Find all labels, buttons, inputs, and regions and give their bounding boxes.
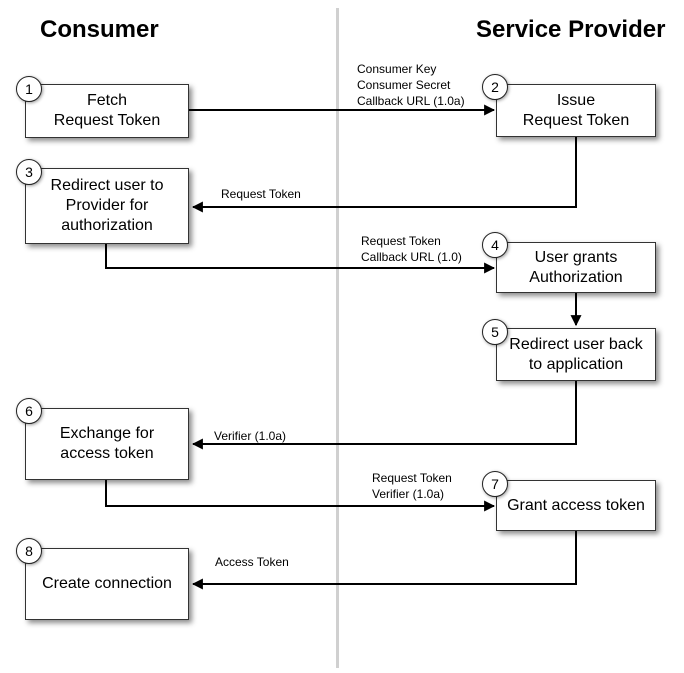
message-4-label: Verifier (1.0a) [214, 429, 287, 443]
message-2-label: Request Token [221, 187, 301, 201]
step-4-box: User grants Authorization [496, 242, 656, 293]
step-4-number: 4 [482, 232, 508, 258]
step-3-box: Redirect user to Provider for authorizat… [25, 168, 189, 244]
step-7-box: Grant access token [496, 480, 656, 531]
step-3-label: Redirect user to Provider for authorizat… [50, 177, 164, 234]
step-2-label: Issue Request Token [522, 91, 630, 129]
step-3-number: 3 [16, 159, 42, 185]
message-5-label: Request Token Verifier (1.0a) [372, 471, 452, 501]
arrow-7-to-8 [191, 531, 577, 590]
step-8-number: 8 [16, 538, 42, 564]
message-1-label: Consumer Key Consumer Secret Callback UR… [357, 62, 465, 108]
arrow-2-to-3 [191, 137, 577, 213]
step-6-label: Exchange for access token [59, 425, 155, 462]
column-divider [336, 8, 339, 668]
step-5-number: 5 [482, 319, 508, 345]
step-5-label: Redirect user back to application [509, 335, 643, 373]
arrow-3-to-4 [105, 244, 496, 274]
step-7-number: 7 [482, 471, 508, 497]
message-6-label: Access Token [215, 555, 289, 569]
step-8-box: Create connection [25, 548, 189, 620]
step-2-box: Issue Request Token [496, 84, 656, 137]
consumer-heading: Consumer [40, 16, 159, 43]
step-7-label: Grant access token [507, 496, 645, 514]
step-2-number: 2 [482, 74, 508, 100]
step-1-number: 1 [16, 76, 42, 102]
step-6-number: 6 [16, 398, 42, 424]
provider-heading: Service Provider [476, 16, 666, 43]
arrow-5-to-6 [191, 381, 577, 450]
step-1-label: Fetch Request Token [53, 92, 161, 129]
step-1-box: Fetch Request Token [25, 84, 189, 138]
message-3-label: Request Token Callback URL (1.0) [361, 234, 462, 264]
step-6-box: Exchange for access token [25, 408, 189, 480]
arrow-6-to-7 [105, 480, 496, 512]
step-4-label: User grants Authorization [529, 248, 623, 286]
step-5-box: Redirect user back to application [496, 328, 656, 381]
step-8-label: Create connection [42, 575, 172, 592]
